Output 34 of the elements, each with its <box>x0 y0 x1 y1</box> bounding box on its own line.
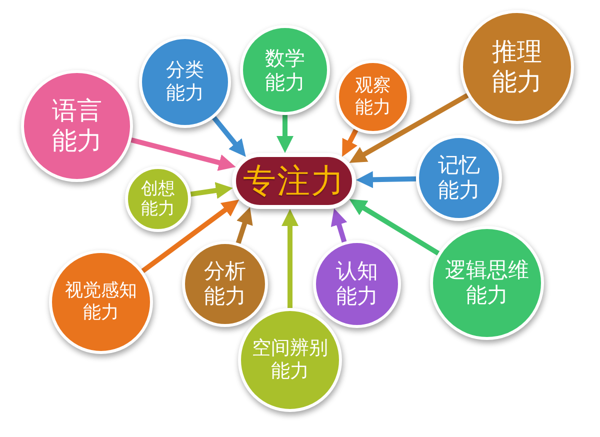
arrow <box>276 115 294 153</box>
arrow <box>236 206 253 244</box>
arrow <box>141 198 241 274</box>
center-label: 专注力 <box>242 162 346 200</box>
skill-circle <box>430 226 544 340</box>
skill-circle <box>125 166 191 232</box>
arrow <box>282 209 298 308</box>
skill-circle <box>240 25 330 115</box>
arrow <box>130 138 236 171</box>
skill-circle <box>416 135 502 221</box>
skill-label: 逻辑思维能力 <box>445 258 529 308</box>
skill-label: 分类能力 <box>166 59 204 105</box>
skill-circle <box>182 241 268 327</box>
skill-label: 观察能力 <box>355 75 391 119</box>
skill-circle <box>313 240 401 328</box>
skill-label: 记忆能力 <box>438 152 480 204</box>
arrow <box>356 171 416 188</box>
skill-label: 分析能力 <box>204 258 246 310</box>
skill-label: 数学能力 <box>265 46 305 94</box>
skill-label: 空间辨别能力 <box>252 337 328 383</box>
skill-label: 推理能力 <box>492 37 542 97</box>
skill-circle <box>238 308 342 412</box>
arrow <box>212 116 248 158</box>
skill-circle <box>460 10 574 124</box>
skill-circle <box>139 36 231 128</box>
arrow <box>348 197 440 256</box>
skill-circle <box>336 60 410 134</box>
arrow <box>340 128 358 158</box>
skill-label: 创想能力 <box>141 178 175 220</box>
arrow <box>348 93 469 165</box>
arrow <box>330 208 348 243</box>
skill-label: 认知能力 <box>336 258 378 310</box>
skill-label: 视觉感知能力 <box>65 280 137 324</box>
skill-label: 语言能力 <box>52 96 102 156</box>
